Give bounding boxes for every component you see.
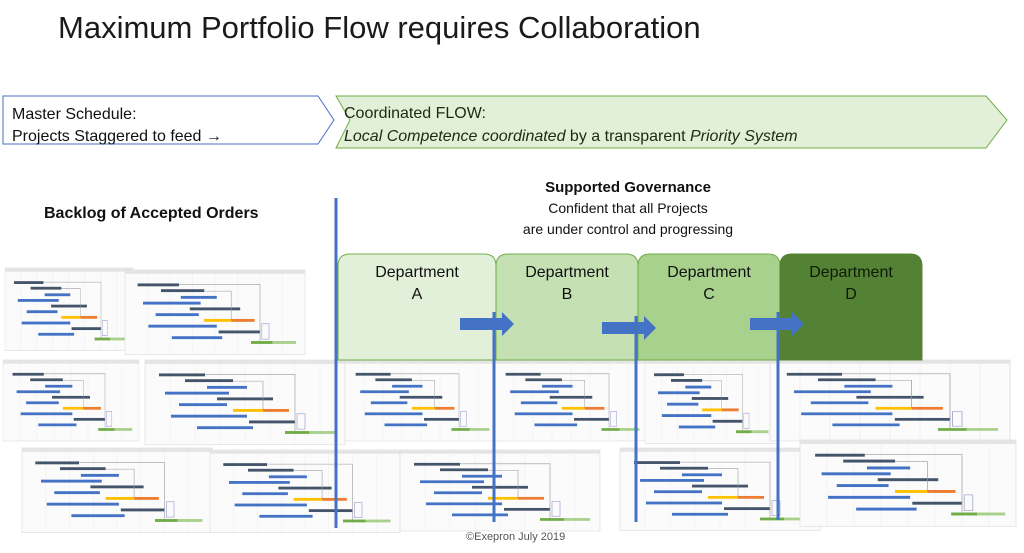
flow-arrow-a-to-b <box>460 312 514 336</box>
department-d-box <box>779 253 923 361</box>
master-schedule-line1: Master Schedule: <box>12 106 137 123</box>
department-b-name: Department <box>525 264 609 281</box>
department-a-name: Department <box>375 264 459 281</box>
backlog-label: Backlog of Accepted Orders <box>44 205 259 222</box>
page-title: Maximum Portfolio Flow requires Collabor… <box>58 10 701 45</box>
department-d-label: Department D <box>780 262 922 306</box>
department-d-letter: D <box>845 286 857 303</box>
department-b-letter: B <box>561 286 573 303</box>
governance-line1: Confident that all Projects <box>548 200 708 216</box>
local-competence-text: Local Competence coordinated <box>344 128 566 145</box>
department-b-label: Department B <box>496 262 638 306</box>
flow-arrow-c-to-d <box>750 312 804 336</box>
priority-system-text: Priority System <box>690 128 798 145</box>
coordinated-flow-line2: Local Competence coordinated by a transp… <box>344 125 798 148</box>
master-schedule-label: Master Schedule: Projects Staggered to f… <box>12 104 222 148</box>
flow-arrow-b-to-c <box>602 316 656 340</box>
master-schedule-arrow <box>2 95 335 145</box>
copyright-notice: ©Exepron July 2019 <box>466 531 566 543</box>
governance-label: Supported Governance Confident that all … <box>468 177 788 240</box>
department-d-name: Department <box>809 264 893 281</box>
flow-connector-text: by a transparent <box>565 128 690 145</box>
department-a-letter: A <box>411 286 423 303</box>
department-c-name: Department <box>667 264 751 281</box>
coordinated-flow-line1: Coordinated FLOW: <box>344 105 486 122</box>
master-schedule-line2: Projects Staggered to feed → <box>12 128 222 145</box>
department-a-label: Department A <box>338 262 496 306</box>
governance-line2: are under control and progressing <box>522 221 734 237</box>
department-c-label: Department C <box>638 262 780 306</box>
coordinated-flow-label: Coordinated FLOW: Local Competence coord… <box>344 102 798 148</box>
coordinated-flow-arrow <box>335 95 1008 149</box>
governance-heading: Supported Governance <box>545 179 711 196</box>
department-c-letter: C <box>703 286 715 303</box>
